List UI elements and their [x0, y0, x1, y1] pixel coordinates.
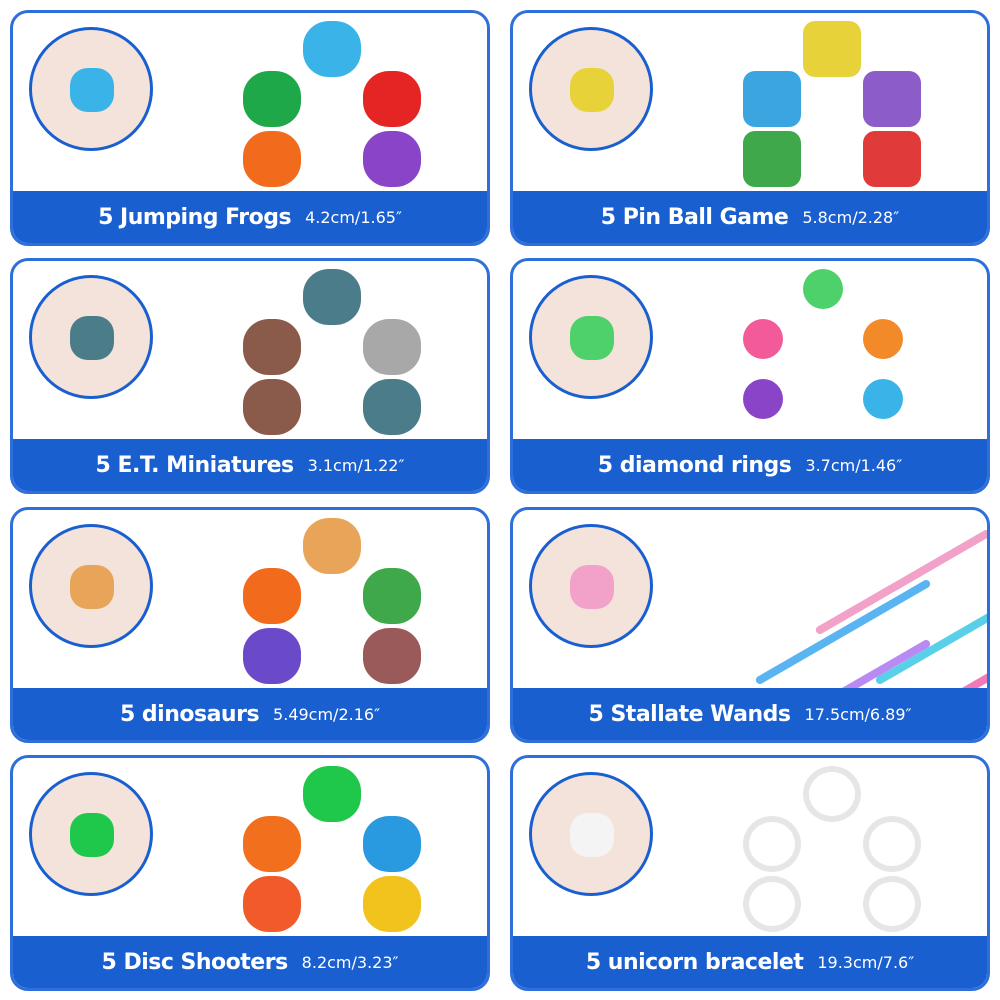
product-label-bar: 5 E.T. Miniatures 3.1cm/1.22″ [13, 439, 487, 491]
product-size: 17.5cm/6.89″ [804, 704, 912, 724]
in-hand-photo [529, 772, 653, 896]
frog-icon [363, 131, 421, 187]
frog-icon [363, 71, 421, 127]
frog-icon [303, 21, 361, 77]
ring-icon [803, 269, 843, 309]
ring-icon [863, 319, 903, 359]
product-label-bar: 5 dinosaurs 5.49cm/2.16″ [13, 688, 487, 740]
product-card: 5 Jumping Frogs 4.2cm/1.65″ [10, 10, 490, 246]
product-card: 5 diamond rings 3.7cm/1.46″ [510, 258, 990, 494]
product-size: 3.7cm/1.46″ [805, 455, 903, 475]
alien-icon [363, 379, 421, 435]
ring-icon [743, 319, 783, 359]
ring-icon [743, 379, 783, 419]
frog-icon [243, 71, 301, 127]
product-size: 5.49cm/2.16″ [273, 704, 381, 724]
product-name: 5 dinosaurs [119, 701, 260, 727]
disc-shooter-icon [363, 816, 421, 872]
bracelet-icon [863, 816, 921, 872]
pinball-icon [803, 21, 861, 77]
in-hand-photo [529, 27, 653, 151]
disc-shooter-icon [243, 816, 301, 872]
product-size: 8.2cm/3.23″ [301, 952, 399, 972]
pinball-icon [743, 131, 801, 187]
bracelet-icon [743, 816, 801, 872]
product-label-bar: 5 Jumping Frogs 4.2cm/1.65″ [13, 191, 487, 243]
dinosaur-icon [243, 628, 301, 684]
disc-shooter-icon [363, 876, 421, 932]
product-size: 5.8cm/2.28″ [802, 207, 900, 227]
product-card: 5 dinosaurs 5.49cm/2.16″ [10, 507, 490, 743]
product-card: 5 E.T. Miniatures 3.1cm/1.22″ [10, 258, 490, 494]
product-label-bar: 5 Disc Shooters 8.2cm/3.23″ [13, 936, 487, 988]
product-label-bar: 5 Stallate Wands 17.5cm/6.89″ [513, 688, 987, 740]
in-hand-photo [29, 772, 153, 896]
dinosaur-icon [363, 628, 421, 684]
disc-shooter-icon [303, 766, 361, 822]
pinball-icon [863, 131, 921, 187]
product-name: 5 diamond rings [597, 452, 792, 478]
pinball-icon [743, 71, 801, 127]
product-card: 5 Stallate Wands 17.5cm/6.89″ [510, 507, 990, 743]
bracelet-icon [863, 876, 921, 932]
wand-icon [874, 578, 987, 686]
product-name: 5 E.T. Miniatures [95, 452, 295, 478]
in-hand-photo [529, 524, 653, 648]
in-hand-photo [29, 27, 153, 151]
product-label-bar: 5 Pin Ball Game 5.8cm/2.28″ [513, 191, 987, 243]
product-card: 5 Pin Ball Game 5.8cm/2.28″ [510, 10, 990, 246]
product-name: 5 unicorn bracelet [585, 949, 804, 975]
product-size: 19.3cm/7.6″ [817, 952, 915, 972]
product-size: 4.2cm/1.65″ [305, 207, 402, 227]
alien-icon [303, 269, 361, 325]
bracelet-icon [803, 766, 861, 822]
dinosaur-icon [363, 568, 421, 624]
ring-icon [863, 379, 903, 419]
product-card: 5 unicorn bracelet 19.3cm/7.6″ [510, 755, 990, 991]
alien-icon [243, 379, 301, 435]
alien-icon [243, 319, 301, 375]
bracelet-icon [743, 876, 801, 932]
dinosaur-icon [303, 518, 361, 574]
pinball-icon [863, 71, 921, 127]
wand-icon [814, 528, 987, 636]
product-card: 5 Disc Shooters 8.2cm/3.23″ [10, 755, 490, 991]
product-label-bar: 5 unicorn bracelet 19.3cm/7.6″ [513, 936, 987, 988]
product-name: 5 Stallate Wands [588, 701, 791, 727]
product-name: 5 Disc Shooters [101, 949, 288, 975]
product-name: 5 Pin Ball Game [600, 204, 789, 230]
dinosaur-icon [243, 568, 301, 624]
alien-icon [363, 319, 421, 375]
disc-shooter-icon [243, 876, 301, 932]
product-size: 3.1cm/1.22″ [307, 455, 405, 475]
in-hand-photo [529, 275, 653, 399]
product-label-bar: 5 diamond rings 3.7cm/1.46″ [513, 439, 987, 491]
in-hand-photo [29, 275, 153, 399]
in-hand-photo [29, 524, 153, 648]
frog-icon [243, 131, 301, 187]
product-name: 5 Jumping Frogs [98, 204, 292, 230]
